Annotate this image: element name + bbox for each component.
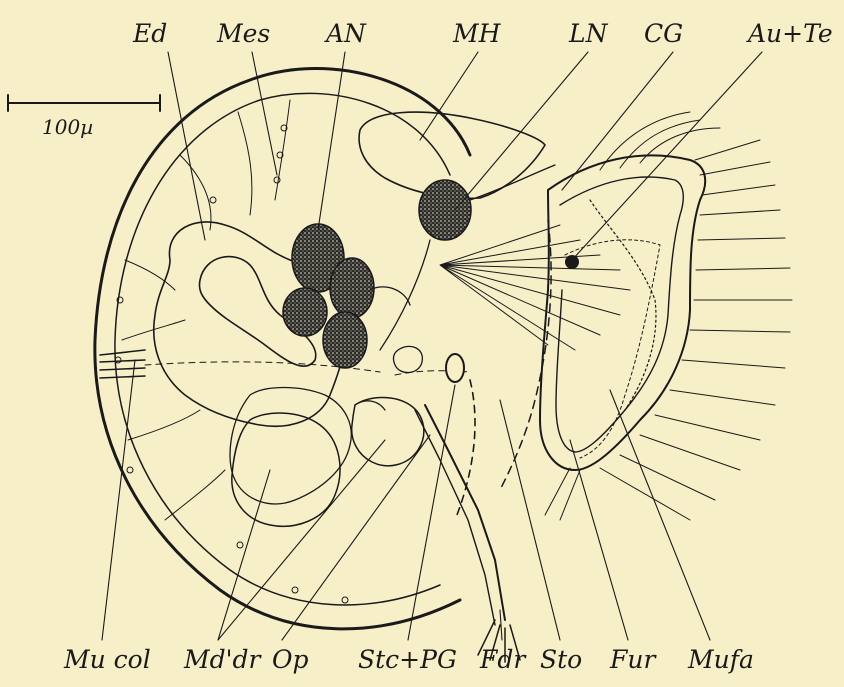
midgut [230, 388, 385, 504]
label-mddr: Md'dr [183, 645, 262, 674]
body-capsule [95, 69, 470, 629]
labels-top: Ed Mes AN MH LN CG Au+Te [132, 19, 833, 48]
label-fur: Fur [609, 645, 657, 674]
body-axis [100, 350, 470, 378]
label-mes: Mes [216, 19, 270, 48]
label-ed: Ed [132, 19, 167, 48]
velum-lobe [540, 112, 792, 520]
head-region [359, 112, 555, 350]
scale-bar: 100µ [8, 95, 160, 139]
label-mh: MH [452, 19, 502, 48]
label-cg: CG [644, 19, 683, 48]
label-op: Op [272, 645, 309, 674]
mandibular-gland [232, 398, 424, 527]
scale-bar-label: 100µ [42, 115, 93, 139]
apical-nerve-ganglion [283, 224, 410, 368]
label-mucol: Mu col [63, 645, 151, 674]
label-fdr: Fdr [479, 645, 527, 674]
label-ln: LN [568, 19, 609, 48]
label-sto: Sto [540, 645, 582, 674]
label-au-te: Au+Te [746, 19, 833, 48]
label-stc-pg: Stc+PG [358, 645, 457, 674]
label-mufa: Mufa [687, 645, 754, 674]
labels-bottom: Mu col Md'dr Op Stc+PG Fdr Sto Fur Mufa [63, 645, 754, 674]
label-an: AN [324, 19, 367, 48]
cerebral-ganglion [565, 255, 579, 269]
